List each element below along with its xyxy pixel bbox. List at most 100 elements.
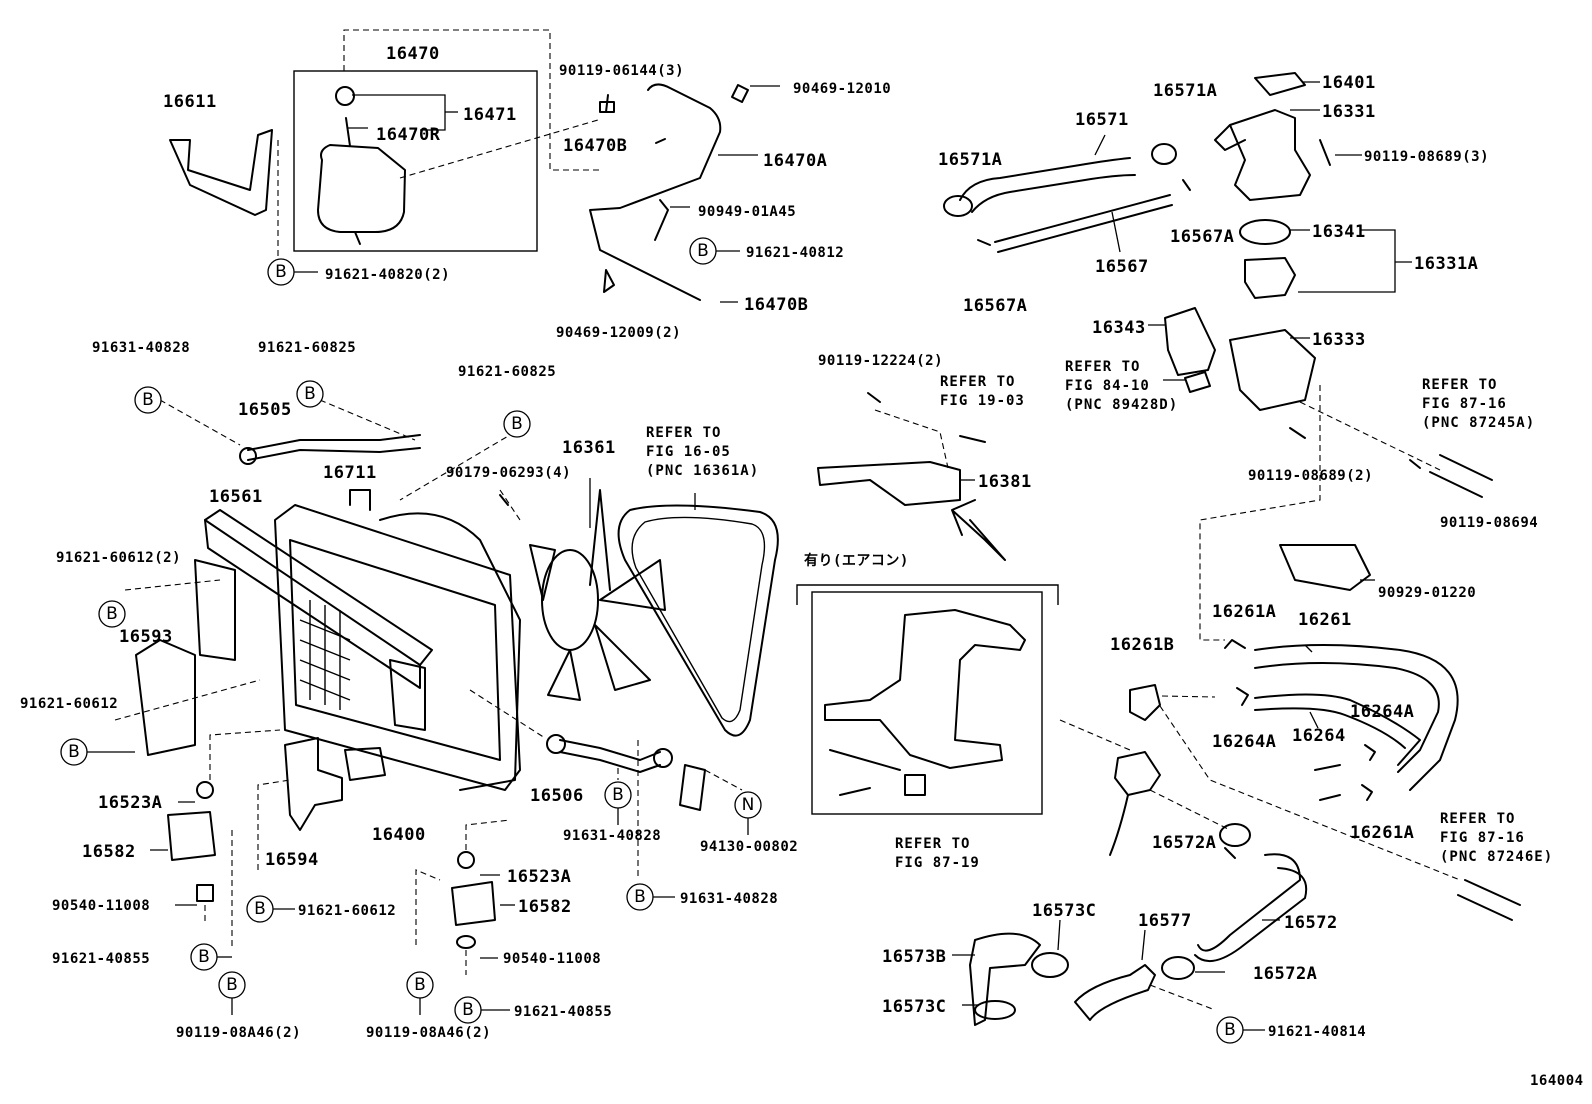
leader-16577 (1141, 929, 1146, 961)
label-91621-40820: 91621-40820(2) (325, 267, 450, 283)
reservoir-frame (293, 70, 538, 252)
dash-94130 (704, 769, 743, 791)
dash-91621-60612-mid (257, 779, 291, 870)
thermostat-16331a (1244, 257, 1296, 299)
reservoir-group: B (169, 29, 600, 286)
label-16572: 16572 (1284, 913, 1338, 933)
clamp-16573c-top (1031, 952, 1069, 978)
clip-16261a-top (1224, 639, 1246, 649)
label-91621-40812: 91621-40812 (746, 245, 844, 261)
clip-90119-06144 (605, 94, 609, 113)
hose-16572 (1197, 853, 1301, 952)
label-16261b: 16261B (1110, 635, 1174, 655)
bolt-symbol (296, 380, 324, 408)
label-91621-60612-mid: 91621-60612 (298, 903, 396, 919)
note-pnc-16361a: (PNC 16361A) (646, 463, 759, 479)
belt-16361a-inner (631, 516, 766, 723)
bolt-symbol (98, 600, 126, 628)
housing-16331-outlet (1214, 124, 1246, 151)
hose-16261 (1254, 644, 1459, 791)
gasket-16343 (1164, 307, 1216, 376)
housing-16333 (1229, 329, 1316, 411)
label-90469-12010: 90469-12010 (793, 81, 891, 97)
aircon-bracket-line (796, 584, 1059, 605)
label-91621-60825-a: 91621-60825 (258, 340, 356, 356)
label-94130-00802: 94130-00802 (700, 839, 798, 855)
label-16261a-top: 16261A (1212, 602, 1276, 622)
bolt-90540-left (196, 884, 214, 902)
lower-hose-group (952, 823, 1308, 1026)
dash-16523a-left (209, 729, 281, 780)
seal-16561-b (204, 519, 421, 689)
label-91621-40814: 91621-40814 (1268, 1024, 1366, 1040)
label-90949-01a45: 90949-01A45 (698, 204, 796, 220)
label-16505: 16505 (238, 400, 292, 420)
label-16331a: 16331A (1414, 254, 1478, 274)
label-16571a-left: 16571A (938, 150, 1002, 170)
elbow-stem (1109, 794, 1129, 856)
stay-16506 (559, 739, 661, 761)
gasket-16341 (1239, 219, 1291, 245)
dash-91621-60825-a (319, 399, 416, 441)
label-91621-60825-b: 91621-60825 (458, 364, 556, 380)
stay-16506-group (469, 689, 743, 880)
diagram-id: 164004 (1530, 1073, 1584, 1089)
bolt-symbol (503, 410, 531, 438)
label-91631-40828-low: 91631-40828 (680, 891, 778, 907)
label-16264a-left: 16264A (1212, 732, 1276, 752)
label-16572a-bot: 16572A (1253, 964, 1317, 984)
note-fig-87-19: FIG 87-19 (895, 855, 980, 871)
label-16506: 16506 (530, 786, 584, 806)
label-16470a: 16470A (763, 151, 827, 171)
label-16261a-bot: 16261A (1350, 823, 1414, 843)
cushion-16523a-mid (457, 851, 475, 869)
bracket-16381 (817, 461, 961, 506)
label-16381: 16381 (978, 472, 1032, 492)
thermostat-group (1148, 72, 1493, 641)
label-16711: 16711 (323, 463, 377, 483)
bolt-letter: B (275, 262, 287, 282)
label-16264: 16264 (1292, 726, 1346, 746)
hose-16567 (994, 194, 1171, 243)
note-pnc-87246e: (PNC 87246E) (1440, 849, 1553, 865)
note-refer-to: REFER TO (1422, 377, 1497, 393)
label-16567a-right: 16567A (1170, 227, 1234, 247)
leader-16571 (1094, 134, 1106, 156)
seal-16561 (204, 509, 433, 666)
label-16567a-left: 16567A (963, 296, 1027, 316)
clip-16567a-left (977, 239, 991, 246)
label-16471: 16471 (463, 105, 517, 125)
clip-16567a-right (1182, 179, 1191, 191)
label-90119-08689-3: 90119-08689(3) (1364, 149, 1489, 165)
dash-16523a-mid (465, 819, 511, 850)
bracket-16582-mid (451, 881, 496, 926)
bracket-dash (874, 409, 949, 469)
radiator-group (114, 399, 521, 975)
clamp-16571a-left (943, 195, 973, 217)
clip-90119-06144-body (599, 101, 615, 113)
fan-blade-2 (599, 559, 666, 611)
bolt-letter: B (1224, 1020, 1236, 1040)
bracket-90929 (1279, 544, 1371, 591)
symbol-leaders (87, 250, 1265, 1031)
dash-16572a (1149, 789, 1231, 831)
aircon-box (796, 584, 1059, 815)
label-16341: 16341 (1312, 222, 1366, 242)
bolt-letter: B (697, 241, 709, 261)
leader-16567 (1111, 211, 1121, 253)
dash-91631-top (159, 399, 241, 446)
label-16400: 16400 (372, 825, 426, 845)
clip-16264a-left (1236, 687, 1249, 706)
label-16331: 16331 (1322, 102, 1376, 122)
radiator-outlet (344, 747, 386, 781)
dash-91621-60825-b (399, 431, 516, 501)
label-91621-60612-2: 91621-60612(2) (56, 550, 181, 566)
pipe-16577 (1074, 964, 1156, 1021)
dash-91621-60612-2 (124, 579, 221, 591)
label-16611: 16611 (163, 92, 217, 112)
shroud-16711 (379, 512, 521, 791)
bolt-letter: B (106, 604, 118, 624)
bolt-90119-08694 (1409, 459, 1421, 469)
aircon-bolt-long (829, 749, 901, 771)
